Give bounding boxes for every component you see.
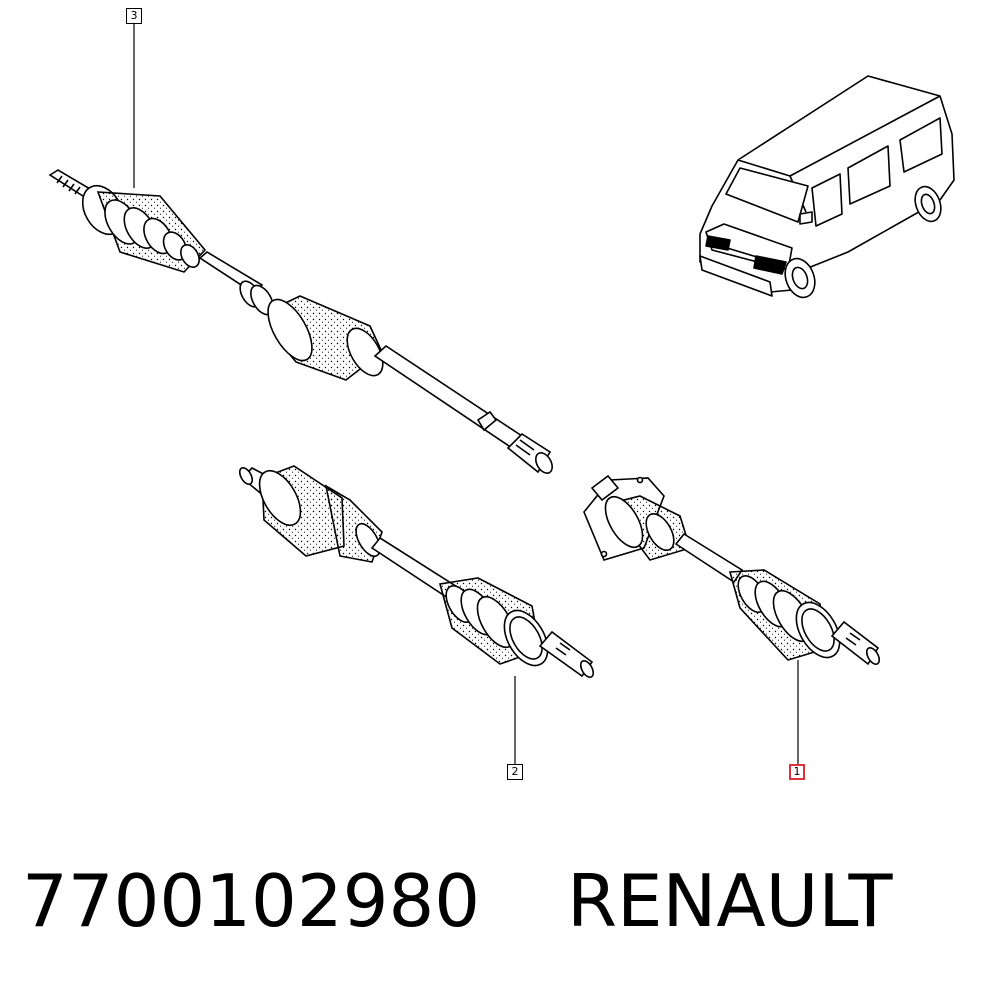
drive-shaft-2 [238, 465, 595, 678]
brand-name: RENAULT [566, 859, 893, 943]
callout-2: 2 [507, 764, 523, 780]
callout-1: 1 [789, 764, 805, 780]
part-number: 7700102980 [22, 859, 481, 943]
drive-shaft-3 [48, 169, 553, 474]
footer-caption: 7700102980 RENAULT [22, 858, 922, 948]
drive-shaft-1 [583, 474, 881, 666]
van-illustration [699, 75, 955, 299]
callout-3: 3 [126, 8, 142, 24]
